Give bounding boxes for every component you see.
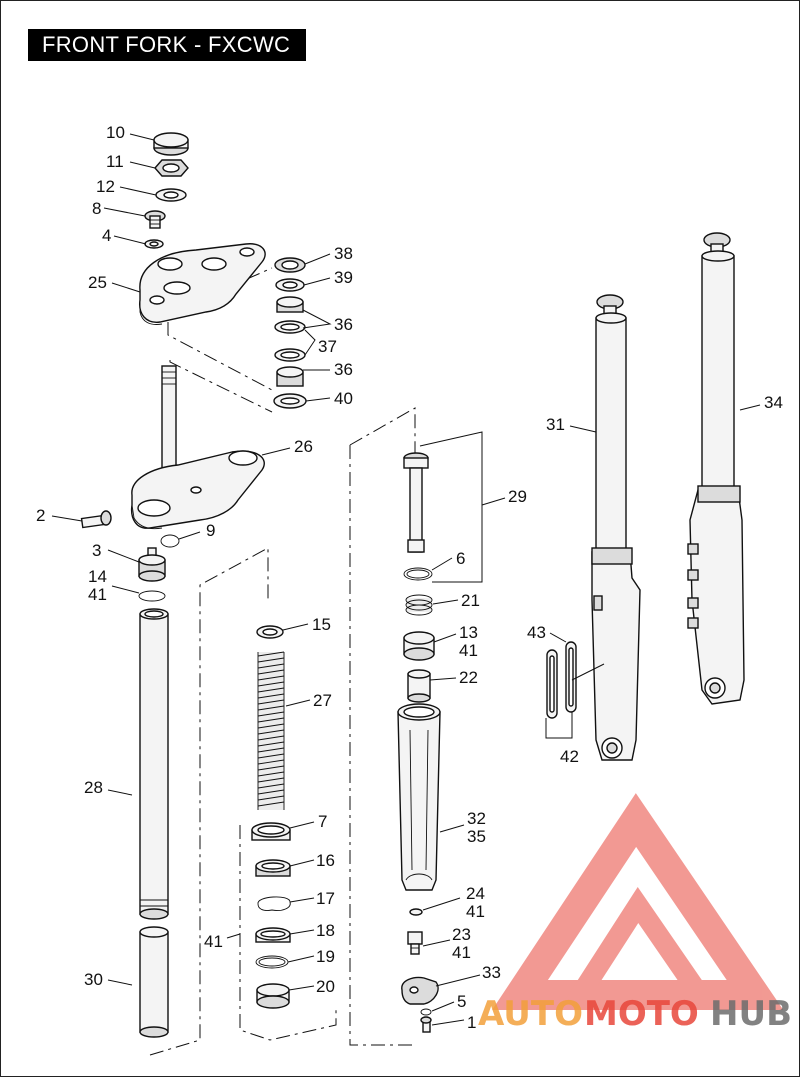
callout-3: 3 <box>92 541 101 560</box>
callout-30: 30 <box>84 970 103 989</box>
callout-6: 6 <box>456 549 465 568</box>
svg-text:HUB: HUB <box>710 994 792 1034</box>
plug-8 <box>144 210 166 229</box>
fork-spring-27 <box>257 651 285 810</box>
washer-12 <box>155 188 187 202</box>
hex-nut-11 <box>154 159 189 177</box>
callout-28: 28 <box>84 778 103 797</box>
callout-10: 10 <box>106 123 125 142</box>
callout-37: 37 <box>318 337 337 356</box>
callout-1: 1 <box>467 1013 476 1032</box>
callout-2: 2 <box>36 506 45 525</box>
fork-assembly-31 <box>591 294 641 761</box>
callout-7: 7 <box>318 812 327 831</box>
watermark-text: AUTO MOTO HUB <box>478 994 792 1034</box>
svg-text:AUTO: AUTO <box>478 994 583 1034</box>
callout-38: 38 <box>334 244 353 263</box>
callout-17: 17 <box>316 889 335 908</box>
callout-15: 15 <box>312 615 331 634</box>
svg-text:MOTO: MOTO <box>584 994 699 1034</box>
bushing-7 <box>251 822 291 841</box>
callout-42: 42 <box>560 747 579 766</box>
callout-9: 9 <box>206 521 215 540</box>
retaining-clip-17 <box>257 896 291 911</box>
callout-8: 8 <box>92 199 101 218</box>
callout-27: 27 <box>313 691 332 710</box>
callout-12: 12 <box>96 177 115 196</box>
callout-20: 20 <box>316 977 335 996</box>
callout-24: 24 <box>466 884 485 903</box>
axle-cap-33 <box>401 976 439 1005</box>
callout-41: 41 <box>459 641 478 660</box>
spring-washer-15 <box>256 625 284 639</box>
lockwasher-5 <box>420 1008 432 1016</box>
bearing-36-upper <box>276 296 304 308</box>
o-ring-4 <box>144 239 164 249</box>
bearing-stack <box>273 257 307 409</box>
callout-11: 11 <box>106 152 124 171</box>
piston-ring-6 <box>403 567 433 581</box>
watermark-logo <box>492 793 784 1010</box>
oil-lock-piece-22 <box>407 669 431 703</box>
callout-39: 39 <box>334 268 353 287</box>
callout-19: 19 <box>316 947 335 966</box>
leader-lines <box>51 133 761 1026</box>
bolt-23 <box>407 931 423 955</box>
callout-35: 35 <box>467 827 486 846</box>
callout-41: 41 <box>88 585 107 604</box>
slider-32 <box>397 703 441 891</box>
callout-13: 13 <box>459 623 478 642</box>
callout-22: 22 <box>459 668 478 687</box>
callout-40: 40 <box>334 389 353 408</box>
callout-25: 25 <box>88 273 107 292</box>
o-ring-14 <box>138 590 166 602</box>
fork-stem-lower-bracket-26 <box>130 365 265 530</box>
callout-41: 41 <box>466 902 485 921</box>
seal-16 <box>255 859 291 877</box>
callout-43: 43 <box>527 623 546 642</box>
callout-31: 31 <box>546 415 565 434</box>
callout-18: 18 <box>316 921 335 940</box>
page-title: FRONT FORK - FXCWC <box>28 29 306 61</box>
callout-4: 4 <box>102 226 111 245</box>
retaining-ring-9 <box>160 534 180 548</box>
callout-34: 34 <box>764 393 783 412</box>
callout-21: 21 <box>461 591 480 610</box>
callout-5: 5 <box>457 992 466 1011</box>
fork-cap-3 <box>138 547 166 582</box>
callout-32: 32 <box>467 809 486 828</box>
rebound-spring-21 <box>405 594 433 616</box>
cap-nut-10 <box>153 132 189 156</box>
callout-29: 29 <box>508 487 527 506</box>
callout-labels: 10 11 12 8 4 25 38 39 36 37 36 40 26 2 9… <box>36 123 783 1032</box>
tube-30 <box>139 926 169 1038</box>
callout-33: 33 <box>482 963 501 982</box>
o-ring-19 <box>255 955 289 969</box>
reflectors-42 <box>546 641 577 719</box>
washer-24 <box>409 908 423 916</box>
pinch-bolt-2 <box>80 510 112 529</box>
callout-14: 14 <box>88 567 107 586</box>
bearing-36-lower <box>276 366 304 378</box>
callout-26: 26 <box>294 437 313 456</box>
callout-36: 36 <box>334 360 353 379</box>
damper-tube-29 <box>403 452 429 553</box>
screw-1 <box>420 1016 432 1033</box>
fork-assembly-34 <box>687 232 745 705</box>
washer-18 <box>255 927 291 943</box>
fork-tube-28 <box>139 608 169 920</box>
callout-23: 23 <box>452 925 471 944</box>
upper-fork-bracket-25 <box>139 243 266 325</box>
callout-41: 41 <box>204 932 223 951</box>
bushing-13 <box>403 631 435 661</box>
callout-41: 41 <box>452 943 471 962</box>
callout-16: 16 <box>316 851 335 870</box>
callout-36: 36 <box>334 315 353 334</box>
bushing-20 <box>256 983 290 1009</box>
